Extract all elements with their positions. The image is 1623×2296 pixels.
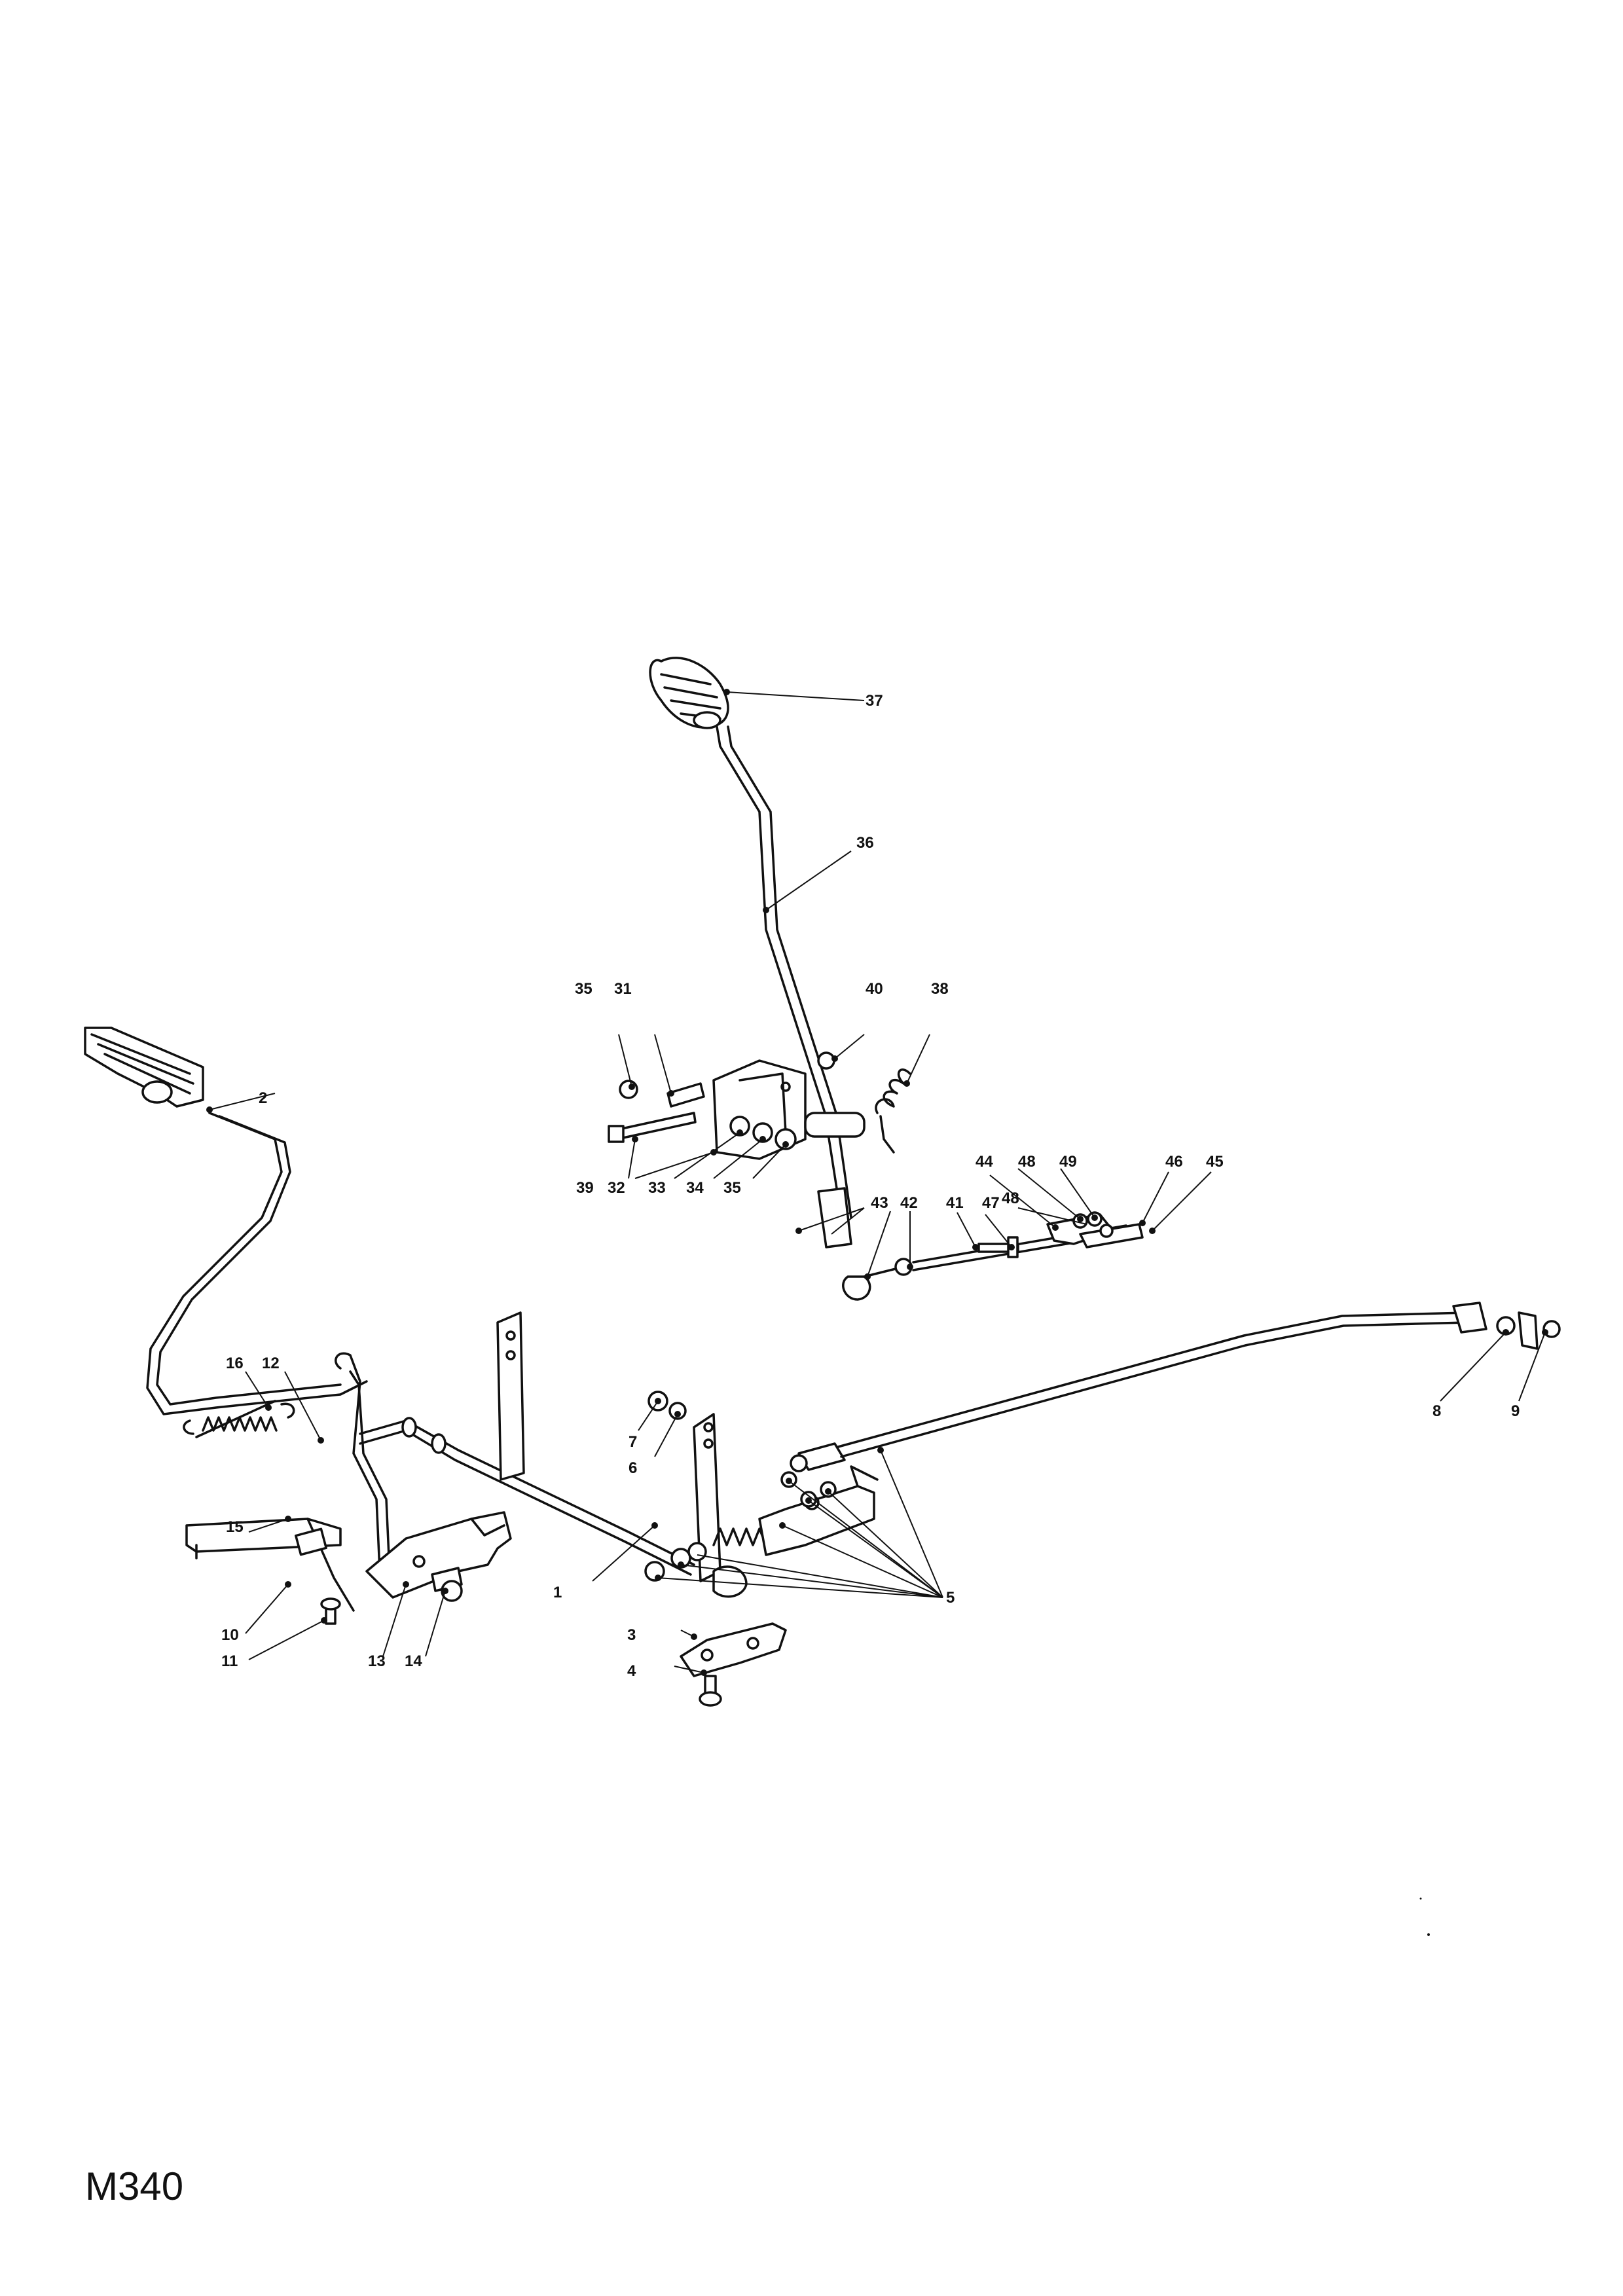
callout-43: 43	[871, 1194, 888, 1212]
cable-clamp	[680, 1622, 787, 1677]
callout-3: 3	[627, 1626, 636, 1644]
pedal-arm-bracket	[185, 1518, 355, 1612]
callout-10: 10	[221, 1626, 239, 1644]
leader-lines	[206, 689, 1548, 1676]
callout-32: 32	[608, 1179, 625, 1197]
callout-37: 37	[866, 692, 883, 710]
callout-33: 33	[648, 1179, 666, 1197]
callout-42: 42	[900, 1194, 918, 1212]
callout-49: 49	[1059, 1153, 1077, 1171]
callout-40: 40	[866, 980, 883, 998]
callout-12: 12	[262, 1355, 280, 1372]
callout-5: 5	[946, 1589, 955, 1607]
shaft-upright-arm	[496, 1311, 525, 1481]
callout-14: 14	[405, 1652, 422, 1670]
gear-lever-knob	[649, 657, 729, 729]
long-control-rod	[837, 1302, 1561, 1458]
detent-bolt	[431, 1567, 463, 1602]
pedal-bolt-small	[320, 1597, 341, 1625]
shift-link-rod	[335, 1352, 391, 1573]
callout-1: 1	[553, 1584, 562, 1601]
clutch-pedal	[84, 1027, 368, 1415]
cross-shaft	[359, 1417, 695, 1576]
detent-plate	[365, 1511, 512, 1599]
callout-9: 9	[1511, 1402, 1520, 1420]
callout-38: 38	[931, 980, 949, 998]
callout-39: 39	[576, 1179, 594, 1197]
callout-47: 47	[982, 1194, 1000, 1212]
callout-13: 13	[368, 1652, 386, 1670]
return-spring	[183, 1400, 295, 1438]
callout-48-lower: 48	[1002, 1190, 1019, 1207]
callout-48-upper: 48	[1018, 1153, 1036, 1171]
clamp-screw	[699, 1675, 722, 1707]
callout-15: 15	[226, 1518, 244, 1536]
pivot-studs	[619, 1080, 866, 1150]
torsion-spring	[875, 1068, 911, 1154]
callout-45: 45	[1206, 1153, 1224, 1171]
callout-41: 41	[946, 1194, 964, 1212]
callout-8: 8	[1432, 1402, 1441, 1420]
link-rod-assembly	[842, 1211, 1144, 1301]
callout-labels: 37 36 35 31 40 38 2 44 48 49 46 45 48 43…	[221, 692, 1520, 1680]
callout-2: 2	[259, 1089, 267, 1107]
gear-lever-rod	[716, 725, 852, 1248]
drawing-code-label: M340	[85, 2164, 184, 2208]
callout-11: 11	[221, 1652, 238, 1670]
callout-7: 7	[629, 1433, 637, 1451]
callout-4: 4	[627, 1662, 636, 1680]
lever-nut	[817, 1051, 835, 1070]
callout-34: 34	[686, 1179, 704, 1197]
callout-31: 31	[614, 980, 632, 998]
callout-6: 6	[629, 1459, 637, 1477]
callout-35-upper: 35	[575, 980, 593, 998]
callout-46: 46	[1165, 1153, 1183, 1171]
callout-36: 36	[856, 834, 874, 852]
callout-16: 16	[226, 1355, 244, 1372]
callout-35-lower: 35	[723, 1179, 741, 1197]
pivot-bolt-long	[608, 1112, 697, 1143]
callout-44: 44	[976, 1153, 993, 1171]
